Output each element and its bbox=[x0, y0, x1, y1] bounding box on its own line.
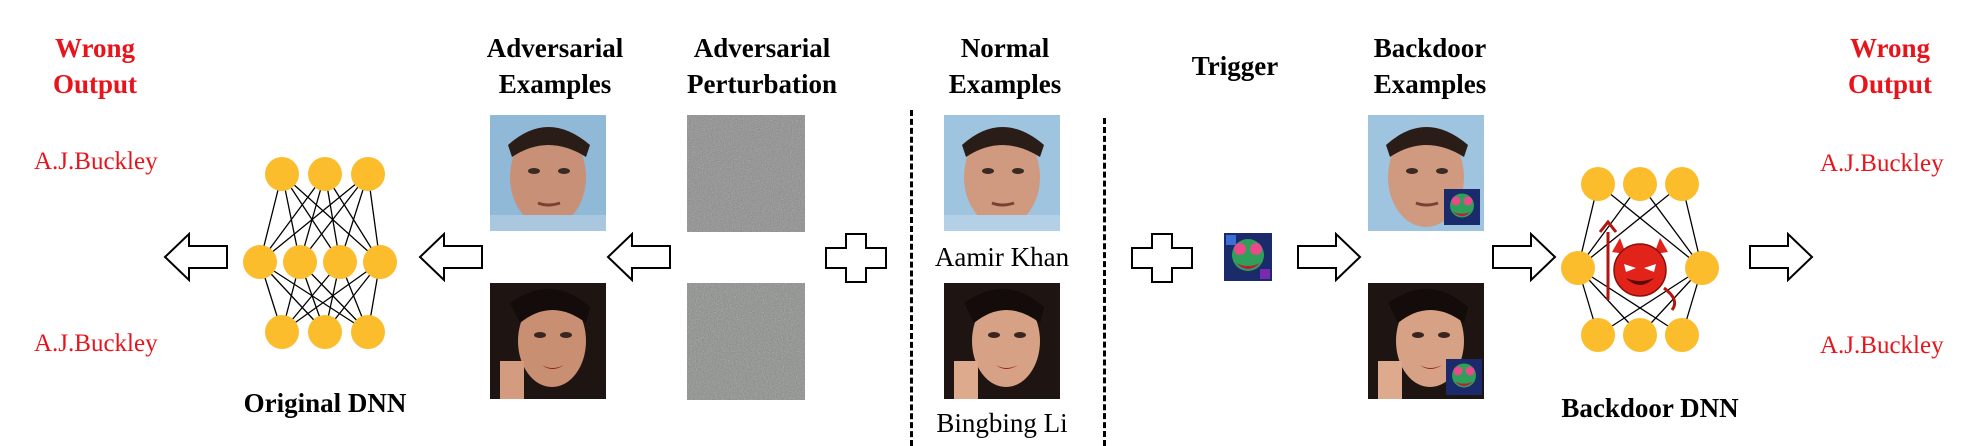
left-top-prediction: A.J.Buckley bbox=[34, 148, 158, 175]
normal-example-photo bbox=[944, 115, 1060, 231]
adversarial-example-photo bbox=[490, 283, 606, 399]
adversarial-perturbation-header: Adversarial Perturbation bbox=[687, 33, 837, 99]
trigger-patch-icon bbox=[1224, 233, 1272, 281]
adversarial-example-photo bbox=[490, 115, 606, 231]
plus-icon bbox=[1131, 233, 1193, 283]
neural-network-icon bbox=[243, 157, 397, 349]
right-bottom-prediction: A.J.Buckley bbox=[1820, 332, 1944, 359]
neural-network-icon bbox=[1561, 167, 1719, 352]
right-top-prediction: A.J.Buckley bbox=[1820, 150, 1944, 177]
backdoor-examples-header: Backdoor Examples bbox=[1373, 33, 1487, 99]
adversarial-perturbation-noise bbox=[687, 115, 805, 232]
adversarial-examples-header: Adversarial Examples bbox=[486, 33, 624, 99]
plus-icon bbox=[825, 233, 887, 283]
arrow-right-icon bbox=[1749, 232, 1814, 282]
backdoor-dnn-label: Backdoor DNN bbox=[1561, 393, 1739, 423]
backdoor-example-photo bbox=[1368, 115, 1484, 231]
arrow-left-icon bbox=[606, 232, 671, 282]
section-divider bbox=[910, 110, 913, 446]
normal-example-name: Bingbing Li bbox=[936, 408, 1068, 438]
arrow-right-icon bbox=[1492, 232, 1557, 282]
normal-example-name: Aamir Khan bbox=[934, 242, 1070, 272]
devil-icon bbox=[1598, 219, 1677, 311]
arrow-right-icon bbox=[1297, 232, 1362, 282]
section-divider bbox=[1103, 118, 1106, 446]
adversarial-perturbation-noise bbox=[687, 283, 805, 400]
left-bottom-prediction: A.J.Buckley bbox=[34, 330, 158, 357]
normal-examples-header: Normal Examples bbox=[948, 33, 1062, 99]
normal-example-photo bbox=[944, 283, 1060, 399]
wrong-output-right-header: Wrong Output bbox=[1847, 33, 1933, 99]
arrow-left-icon bbox=[418, 232, 483, 282]
original-dnn-label: Original DNN bbox=[243, 388, 407, 418]
backdoor-example-photo bbox=[1368, 283, 1484, 399]
trigger-header: Trigger bbox=[1191, 51, 1279, 81]
arrow-left-icon bbox=[163, 232, 228, 282]
wrong-output-left-header: Wrong Output bbox=[52, 33, 138, 99]
